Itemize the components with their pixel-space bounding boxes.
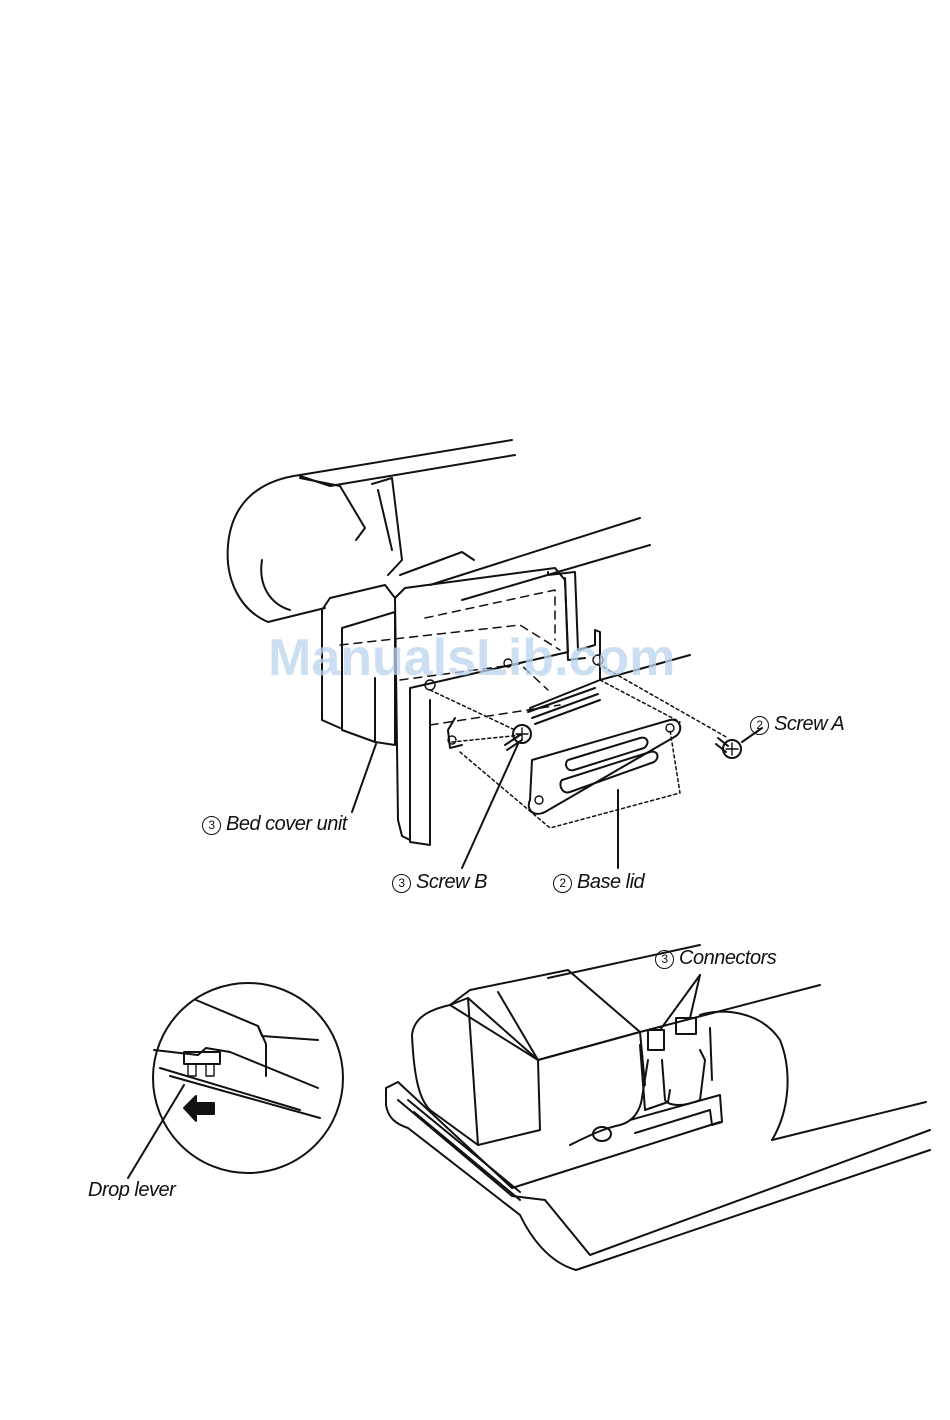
arm-end-inner <box>261 560 290 610</box>
arm-right-curve <box>700 1012 788 1140</box>
arm-right-inner <box>710 1028 712 1080</box>
detail-cover-edge <box>154 1048 318 1088</box>
base-tray-outline <box>386 1082 930 1270</box>
machine-arm-outline <box>228 440 512 545</box>
arm-slot-inner <box>378 490 392 550</box>
arm-right-top-2 <box>640 985 820 1032</box>
label-drop-lever: Drop lever <box>88 1180 175 1200</box>
wire-harness <box>570 1050 705 1145</box>
label-screw-b-number: 3 <box>392 874 411 893</box>
detail-circle <box>153 983 343 1173</box>
screw-a-shaft <box>716 738 728 752</box>
arm-end-curve <box>228 545 325 622</box>
arm-seam <box>300 478 365 540</box>
bed-right-line <box>772 1102 926 1140</box>
label-screw-a: 2 Screw A <box>750 714 844 735</box>
label-connectors: 3 Connectors <box>655 948 776 969</box>
detail-cover-top <box>196 1000 318 1040</box>
label-bed-cover-unit-number: 3 <box>202 816 221 835</box>
housing-front <box>468 998 540 1145</box>
leader-bed-cover <box>352 744 376 812</box>
label-drop-lever-text: Drop lever <box>88 1179 175 1201</box>
connector-left <box>648 1030 664 1050</box>
bed-mid-line <box>462 545 650 600</box>
assembly-line-screw-b <box>430 690 522 742</box>
label-base-lid-text: Base lid <box>577 871 644 893</box>
base-tray-rail <box>408 1100 520 1200</box>
leader-screw-b <box>462 744 518 868</box>
label-screw-b-text: Screw B <box>416 871 487 893</box>
rear-bracket-2 <box>400 552 474 575</box>
label-screw-b: 3 Screw B <box>392 872 487 893</box>
housing-top <box>450 970 640 1060</box>
connectors-figure <box>386 945 930 1270</box>
housing-seam <box>498 992 538 1060</box>
drop-lever-arrow <box>184 1096 214 1121</box>
label-base-lid-number: 2 <box>553 874 572 893</box>
drop-lever-detail <box>128 983 343 1178</box>
base-lid-hole-left <box>535 796 543 804</box>
screw-b-cross <box>516 728 528 740</box>
drop-lever-tab-1 <box>188 1064 196 1076</box>
detail-cover-lines <box>160 1068 320 1118</box>
label-screw-a-text: Screw A <box>774 713 844 735</box>
detail-seam <box>258 1026 266 1076</box>
label-connectors-number: 3 <box>655 950 674 969</box>
label-connectors-text: Connectors <box>679 947 776 969</box>
label-bed-cover-unit-text: Bed cover unit <box>226 813 347 835</box>
housing-left <box>412 998 478 1145</box>
label-screw-a-number: 2 <box>750 716 769 735</box>
watermark-text: ManualsLib.com <box>268 632 675 684</box>
drop-lever-tab-2 <box>206 1064 214 1076</box>
label-bed-cover-unit: 3 Bed cover unit <box>202 814 347 835</box>
housing-right <box>538 1032 645 1085</box>
label-base-lid: 2 Base lid <box>553 872 644 893</box>
front-block-face <box>410 690 430 845</box>
